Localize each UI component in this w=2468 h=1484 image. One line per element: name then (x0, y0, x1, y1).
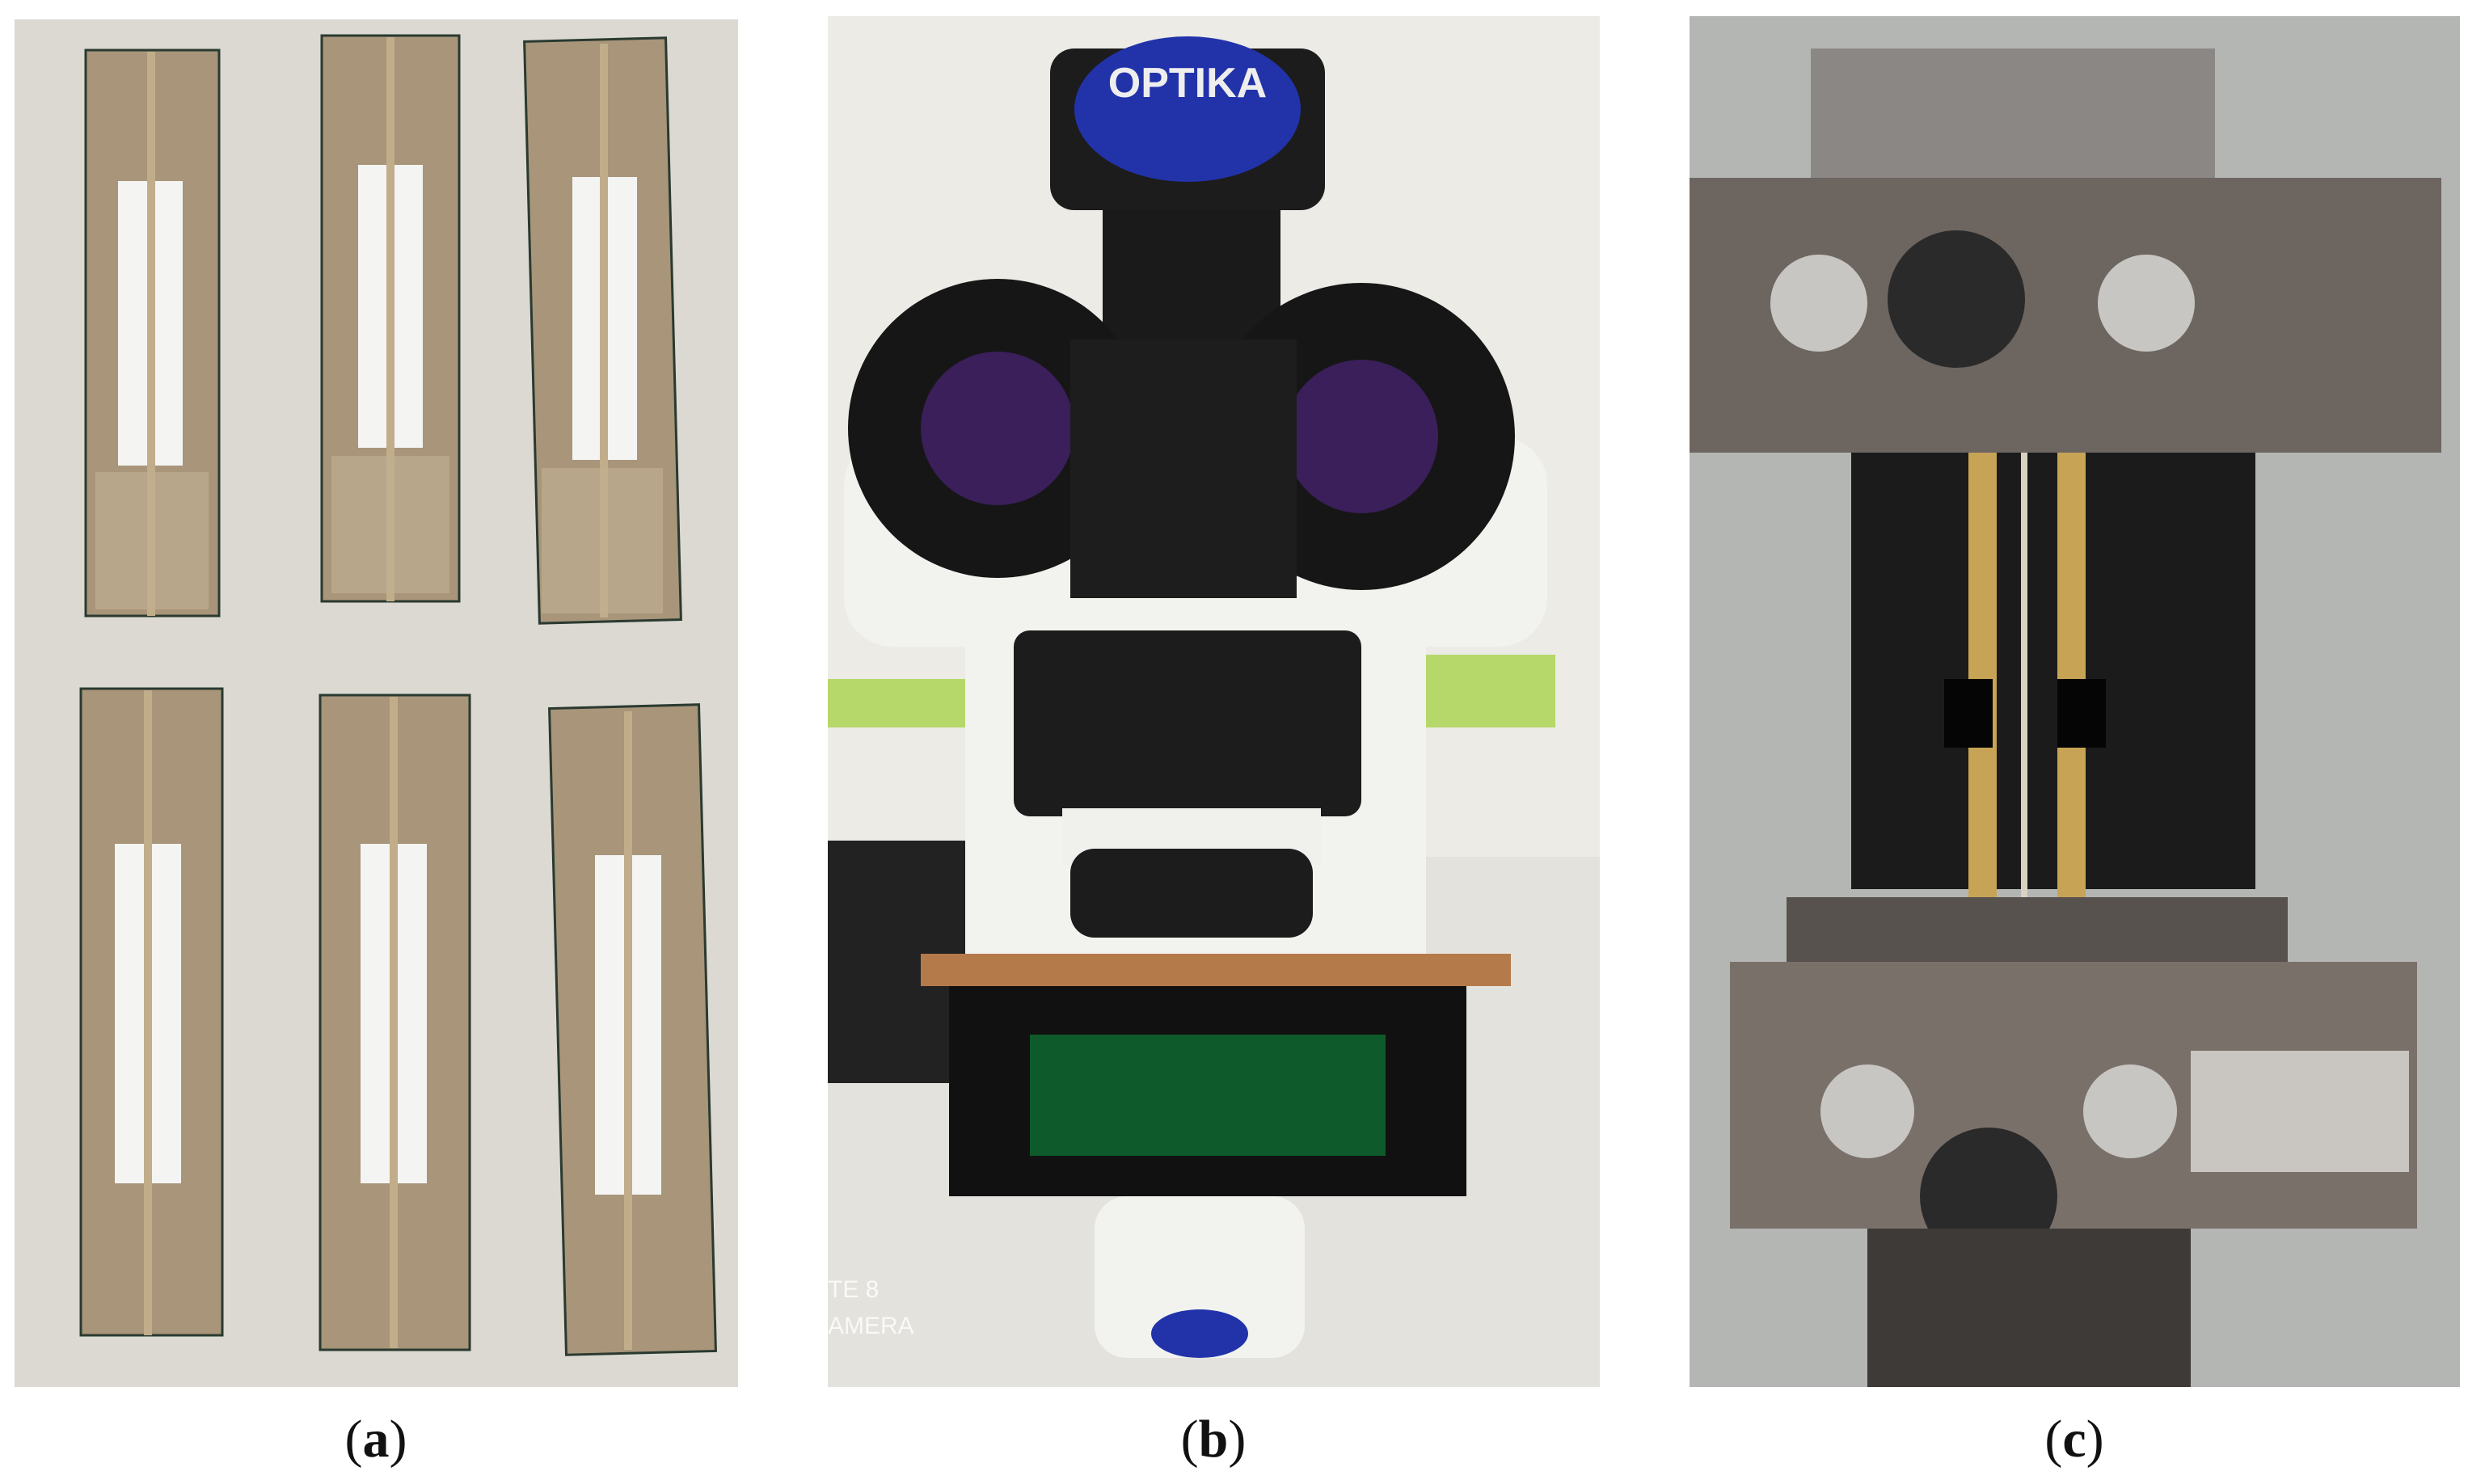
specimen-on-stage (921, 954, 1511, 986)
panel-label-b: (b) (1180, 1410, 1247, 1469)
lower-grip (1730, 897, 2417, 1387)
photo-panel-c (1690, 16, 2460, 1387)
eyepieces (844, 279, 1547, 647)
specimen-tab (79, 687, 224, 1337)
upper-grip (1690, 48, 2441, 453)
photo-panel-b: OPTIKA TE 8 AMERA (828, 16, 1600, 1387)
specimen-tab (548, 703, 717, 1356)
panel-label-a: (a) (344, 1410, 407, 1469)
photo-panel-a (15, 19, 738, 1387)
specimen-tab (319, 694, 471, 1351)
watermark-line1: TE 8 (828, 1276, 879, 1303)
microscope-base (1095, 1196, 1305, 1358)
specimen-tab (320, 34, 461, 603)
stage-plate (1030, 1035, 1386, 1156)
panel-letter-b: b (1198, 1410, 1229, 1469)
grips-photo (1690, 16, 2460, 1387)
specimen-tab (523, 36, 682, 625)
panel-letter-a: a (362, 1410, 390, 1469)
panel-label-c: (c) (2044, 1410, 2104, 1469)
watermark-line2: AMERA (828, 1313, 914, 1339)
camera-brand-label: OPTIKA (1108, 60, 1267, 107)
panel-letter-c: c (2062, 1410, 2086, 1469)
camera: OPTIKA (1050, 36, 1325, 339)
specimen-tabs-photo (15, 19, 738, 1387)
microscope-photo: OPTIKA TE 8 AMERA (828, 16, 1600, 1387)
specimen-tab (84, 48, 221, 618)
